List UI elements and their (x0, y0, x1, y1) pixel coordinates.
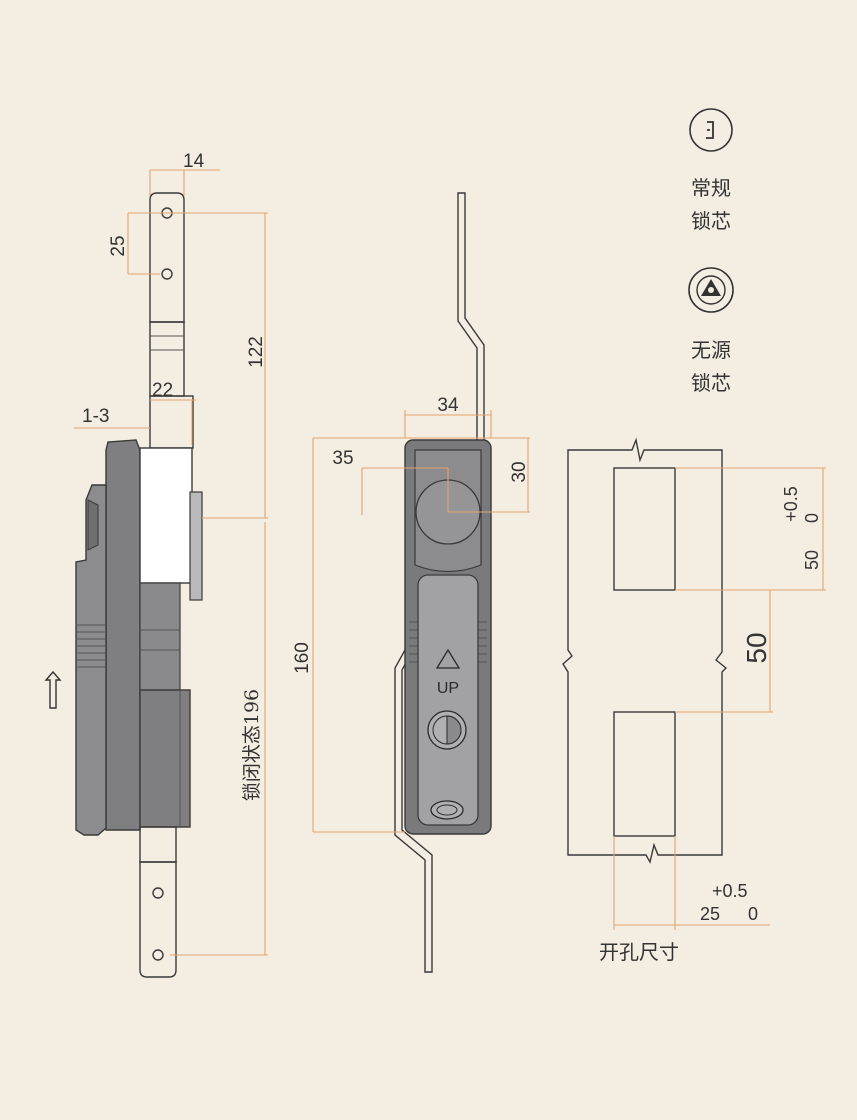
dim-front-width: 34 (437, 395, 459, 416)
housing-mid-block (139, 582, 181, 691)
tol-bottom-lower: 0 (748, 904, 758, 924)
dim-upper-length: 122 (246, 336, 267, 368)
tol-bottom-upper: +0.5 (712, 881, 748, 901)
dim-rod-width: 22 (152, 380, 173, 401)
tol-lower: 0 (802, 513, 822, 523)
side-dimension-lines (74, 169, 268, 956)
front-view: UP 34 35 30 160 (292, 192, 530, 973)
lower-rod-plate (139, 861, 177, 978)
cutout-slot-upper (613, 467, 676, 591)
legend: 常规 锁芯 无源 锁芯 (688, 108, 734, 395)
upper-hole (161, 268, 173, 280)
dim-slot-width: 25 (700, 904, 720, 924)
cutout-view: +0.5 0 50 50 +0.5 25 0 开孔尺寸 (562, 437, 826, 964)
panel-outline (562, 437, 728, 864)
cutout-slot-lower (613, 711, 676, 837)
dim-lock-offset-x: 35 (332, 448, 353, 469)
cutout-dimension-lines (613, 467, 826, 930)
lower-hole (152, 949, 164, 961)
dim-hole-pitch: 25 (108, 235, 129, 256)
dim-slot-height: 50 (802, 550, 822, 570)
dim-gap: 1-3 (82, 406, 109, 427)
rod-neck (149, 395, 194, 449)
upper-rod-plate (149, 192, 185, 323)
housing-upper-block (139, 447, 193, 584)
triangle-up-icon (435, 648, 461, 669)
legend-passive-line2: 锁芯 (691, 371, 731, 395)
side-view: 14 25 122 22 1-3 锁闭状态196 (44, 151, 268, 978)
dim-lock-offset-y: 30 (509, 461, 530, 482)
legend-passive-line1: 无源 (691, 338, 731, 362)
tol-upper: +0.5 (781, 486, 801, 522)
dim-width-top: 14 (183, 151, 205, 172)
legend-standard-line2: 锁芯 (691, 209, 731, 233)
legend-standard-line1: 常规 (691, 176, 731, 200)
dim-body-height: 160 (292, 642, 313, 674)
housing-flange (189, 491, 203, 601)
housing-frame (105, 439, 141, 831)
front-key-cylinder-icon (427, 710, 467, 750)
dim-slot-spacing: 50 (741, 632, 772, 663)
passive-lock-cylinder-icon (688, 267, 734, 313)
standard-lock-cylinder-icon (689, 108, 733, 152)
dim-locked-total: 锁闭状态196 (241, 689, 263, 801)
handle-grip-ribs (76, 624, 106, 668)
front-padlock-hole (430, 800, 464, 820)
front-handle-bar (417, 574, 479, 826)
housing-lower-block (139, 689, 191, 828)
up-mark: UP (437, 680, 459, 697)
up-arrow-icon (44, 670, 62, 709)
front-side-ribs (409, 621, 487, 663)
front-dimension-lines (312, 410, 530, 833)
cutout-caption: 开孔尺寸 (599, 940, 679, 964)
lower-hole (152, 887, 164, 899)
front-upper-rod (457, 192, 485, 446)
lower-rod-neck (139, 826, 177, 863)
